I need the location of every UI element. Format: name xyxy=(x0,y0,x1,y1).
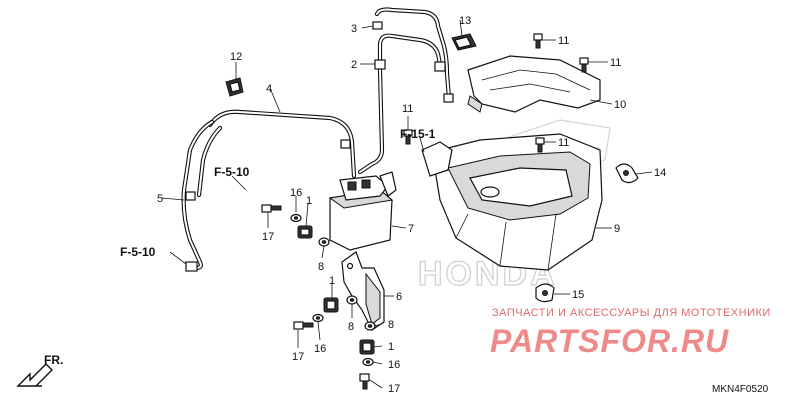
direction-label: FR. xyxy=(44,353,63,367)
bolt-17-a xyxy=(261,204,282,213)
callout-17-a: 17 xyxy=(262,231,274,243)
leader-lines xyxy=(161,19,653,389)
reference-labels: F-15-1 F-5-10 F-5-10 xyxy=(120,127,436,259)
callout-15: 15 xyxy=(572,289,584,301)
callout-8-a: 8 xyxy=(318,261,324,273)
callout-1-c: 1 xyxy=(388,341,394,353)
bolt-11-b xyxy=(579,57,589,73)
callout-16-c: 16 xyxy=(388,359,400,371)
collar-8-b xyxy=(346,295,358,305)
site-watermark: ЗАПЧАСТИ И АКСЕССУАРЫ ДЛЯ МОТОТЕХНИКИ PA… xyxy=(490,307,771,359)
watermark-brand: PARTSFOR.RU xyxy=(490,323,729,359)
abs-cover-10 xyxy=(467,55,601,113)
callout-14: 14 xyxy=(654,167,666,179)
front-direction-arrow: FR. xyxy=(16,353,63,387)
brake-hose-5 xyxy=(181,119,223,272)
callout-11-a: 11 xyxy=(558,35,569,47)
callout-17-c: 17 xyxy=(388,383,400,395)
callout-numbers: 3 2 4 5 12 13 11 11 11 11 10 9 14 15 7 6… xyxy=(157,15,666,395)
callout-9: 9 xyxy=(614,223,620,235)
callout-3: 3 xyxy=(351,23,357,35)
callout-11-c: 11 xyxy=(402,103,413,115)
callout-11-d: 11 xyxy=(558,137,569,149)
abs-modulator-7 xyxy=(328,171,397,251)
ref-f-15-1: F-15-1 xyxy=(400,127,436,141)
clip-12 xyxy=(225,77,244,97)
callout-1-a: 1 xyxy=(306,195,312,207)
bolt-17-c xyxy=(359,373,370,390)
callout-13: 13 xyxy=(459,15,471,27)
watermark-caption: ЗАПЧАСТИ И АКСЕССУАРЫ ДЛЯ МОТОТЕХНИКИ xyxy=(492,307,771,319)
bracket-6 xyxy=(341,251,385,331)
callout-16-a: 16 xyxy=(290,187,302,199)
callout-11-b: 11 xyxy=(610,57,621,69)
callout-8-b: 8 xyxy=(348,321,354,333)
hardware xyxy=(261,33,639,390)
brake-pipe-4 xyxy=(207,109,357,179)
callout-5: 5 xyxy=(157,193,163,205)
brake-pipe-3 xyxy=(372,7,454,103)
clamp-15 xyxy=(535,283,555,303)
washer-16-a xyxy=(290,213,302,223)
grommet-13 xyxy=(451,33,477,51)
mount-1-a xyxy=(297,225,313,239)
tray-9 xyxy=(421,133,603,271)
bolt-17-b xyxy=(293,321,314,330)
ref-f-5-10-b: F-5-10 xyxy=(120,245,156,259)
callout-1-b: 1 xyxy=(329,275,335,287)
mount-1-b xyxy=(323,297,339,313)
washer-16-c xyxy=(362,357,374,367)
callout-12: 12 xyxy=(230,51,242,63)
callout-10: 10 xyxy=(614,99,626,111)
washer-16-b xyxy=(312,313,324,323)
callout-6: 6 xyxy=(396,291,402,303)
bolt-11-a xyxy=(533,33,543,49)
bolt-11-d xyxy=(535,137,545,153)
brake-pipe-2 xyxy=(357,33,446,175)
ref-f-5-10-a: F-5-10 xyxy=(214,165,250,179)
callout-2: 2 xyxy=(351,59,357,71)
mount-1-c xyxy=(359,339,375,355)
collar-8-a xyxy=(318,237,330,247)
callout-4: 4 xyxy=(266,83,272,95)
callout-7: 7 xyxy=(408,223,414,235)
part-code: MKN4F0520 xyxy=(712,384,769,395)
callout-16-b: 16 xyxy=(314,343,326,355)
clamp-14 xyxy=(615,163,639,184)
callout-8-c: 8 xyxy=(388,319,394,331)
callout-17-b: 17 xyxy=(292,351,304,363)
collar-8-c xyxy=(364,321,376,331)
